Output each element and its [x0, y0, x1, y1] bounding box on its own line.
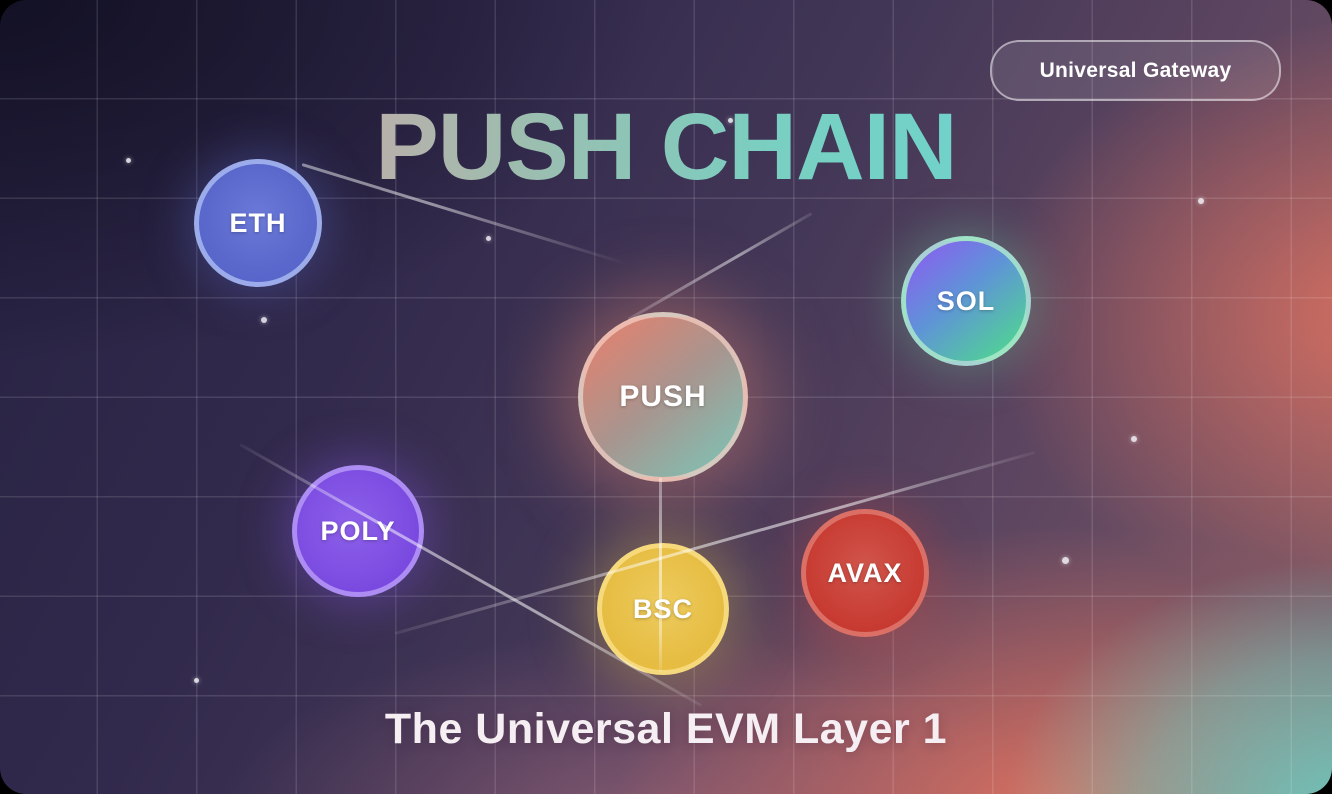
node-poly-label: POLY — [320, 515, 396, 546]
node-push[interactable]: PUSH — [578, 312, 748, 482]
star-dot — [261, 317, 267, 323]
page-title: PUSH CHAIN — [0, 100, 1332, 195]
node-avax[interactable]: AVAX — [801, 509, 929, 637]
star-dot — [1198, 198, 1204, 204]
universal-gateway-badge[interactable]: Universal Gateway — [990, 40, 1281, 101]
star-dot — [486, 236, 491, 241]
node-avax-label: AVAX — [827, 557, 903, 588]
node-bsc[interactable]: BSC — [597, 543, 729, 675]
universal-gateway-label: Universal Gateway — [1039, 58, 1232, 82]
node-bsc-label: BSC — [632, 593, 693, 624]
subtitle: The Universal EVM Layer 1 — [384, 705, 948, 753]
node-eth-label: ETH — [229, 207, 287, 238]
star-dot — [1062, 557, 1069, 564]
ray-push-to-sol — [627, 212, 813, 321]
star-dot — [1131, 436, 1137, 442]
star-dot — [194, 678, 199, 683]
node-sol-label: SOL — [936, 285, 996, 316]
node-push-label: PUSH — [619, 380, 707, 413]
node-eth[interactable]: ETH — [194, 159, 322, 287]
node-sol[interactable]: SOL — [901, 236, 1031, 366]
node-poly[interactable]: POLY — [292, 465, 424, 597]
